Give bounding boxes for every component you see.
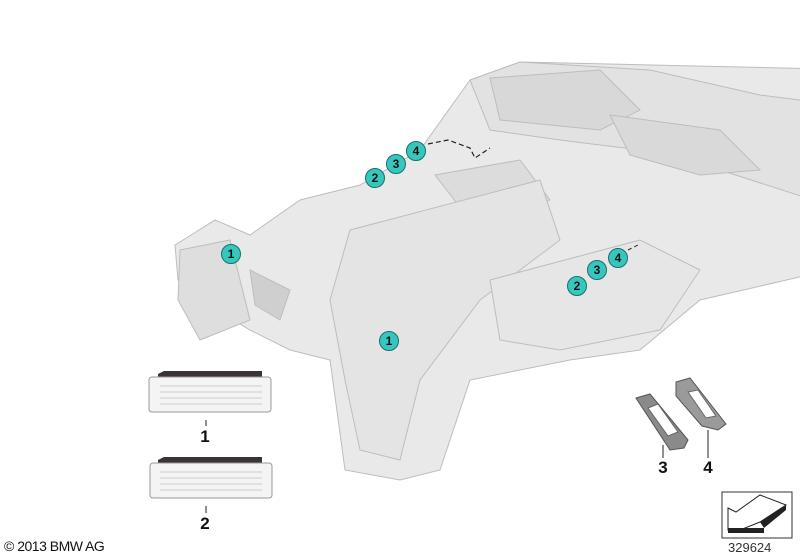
callout-3[interactable]: 3 bbox=[587, 260, 607, 280]
callout-1[interactable]: 1 bbox=[379, 331, 399, 351]
image-number: 329624 bbox=[728, 540, 772, 555]
direction-arrow-icon bbox=[721, 491, 793, 539]
part-1-light-illustration bbox=[148, 371, 272, 426]
leader-dashed-line bbox=[427, 139, 491, 159]
callout-2[interactable]: 2 bbox=[365, 168, 385, 188]
leader-dashed-line bbox=[627, 243, 641, 251]
part-3-frame-illustration bbox=[635, 393, 689, 458]
part-number-3[interactable]: 3 bbox=[658, 458, 668, 477]
part-number-1[interactable]: 1 bbox=[200, 427, 210, 446]
callout-1[interactable]: 1 bbox=[221, 244, 241, 264]
copyright-text: © 2013 BMW AG bbox=[4, 538, 105, 554]
vehicle-floor-illustration bbox=[174, 61, 800, 481]
callout-4[interactable]: 4 bbox=[608, 248, 628, 268]
callout-3[interactable]: 3 bbox=[386, 154, 406, 174]
part-4-frame-illustration bbox=[675, 377, 727, 458]
part-number-2[interactable]: 2 bbox=[200, 514, 210, 533]
callout-4[interactable]: 4 bbox=[406, 141, 426, 161]
part-2-light-illustration bbox=[149, 457, 273, 513]
callout-2[interactable]: 2 bbox=[567, 276, 587, 296]
part-number-4[interactable]: 4 bbox=[703, 458, 713, 477]
